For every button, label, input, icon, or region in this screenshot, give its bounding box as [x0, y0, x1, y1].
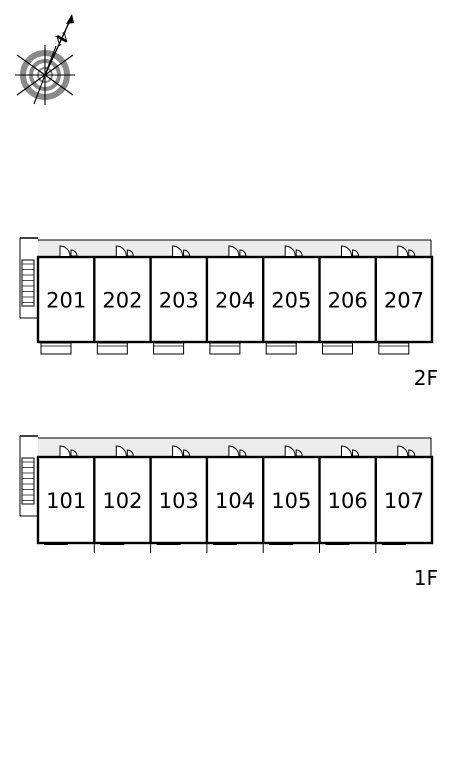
door-icon	[172, 245, 184, 257]
unit-block	[36, 455, 434, 545]
unit-label: 105	[271, 489, 311, 513]
door-icon	[397, 445, 409, 457]
door-swing-icon	[408, 449, 416, 457]
floor-label: 2F	[414, 366, 438, 390]
door-swing-icon	[408, 249, 416, 257]
unit-label: 102	[102, 489, 142, 513]
door-icon	[59, 245, 71, 257]
door-swing-icon	[239, 449, 247, 457]
door-swing-icon	[126, 249, 134, 257]
door-icon	[228, 445, 240, 457]
door-swing-icon	[70, 449, 78, 457]
door-icon	[172, 445, 184, 457]
unit-label: 202	[102, 289, 142, 313]
unit-label: 207	[384, 289, 424, 313]
door-icon	[284, 445, 296, 457]
unit-label: 104	[215, 489, 255, 513]
north-arrow-icon	[66, 14, 74, 24]
stair-icon	[21, 457, 35, 505]
unit-label: 205	[271, 289, 311, 313]
door-icon	[397, 245, 409, 257]
door-swing-icon	[239, 249, 247, 257]
unit-block	[36, 255, 434, 344]
door-swing-icon	[295, 449, 303, 457]
door-swing-icon	[70, 249, 78, 257]
floor-1f: 101 102 103 104 105 106 107 1F	[19, 435, 438, 590]
unit-label: 203	[159, 289, 199, 313]
floor-2f: 201 202 203 204 205 206 207 2F	[19, 237, 438, 390]
stair-icon	[21, 259, 35, 307]
door-swing-icon	[183, 249, 191, 257]
balcony	[209, 342, 241, 355]
balcony	[153, 342, 185, 355]
door-icon	[341, 445, 352, 457]
door-icon	[284, 245, 296, 257]
balcony	[265, 342, 297, 355]
door-swing-icon	[352, 249, 360, 257]
balcony	[96, 342, 128, 355]
unit-label: 106	[328, 489, 368, 513]
door-icon	[228, 245, 240, 257]
balcony	[40, 342, 72, 355]
unit-label: 201	[46, 289, 86, 313]
door-swing-icon	[352, 449, 360, 457]
compass-rose-icon: N	[15, 14, 75, 105]
door-swing-icon	[183, 449, 191, 457]
floor-label: 1F	[414, 566, 438, 590]
unit-label: 107	[384, 489, 424, 513]
balcony	[322, 342, 353, 355]
unit-label: 206	[328, 289, 368, 313]
unit-label: 103	[159, 489, 199, 513]
door-swing-icon	[295, 249, 303, 257]
door-icon	[341, 245, 352, 257]
door-icon	[115, 445, 127, 457]
door-swing-icon	[126, 449, 134, 457]
balcony	[378, 342, 410, 355]
door-icon	[59, 445, 71, 457]
unit-label: 101	[46, 489, 86, 513]
unit-label: 204	[215, 289, 255, 313]
door-icon	[115, 245, 127, 257]
